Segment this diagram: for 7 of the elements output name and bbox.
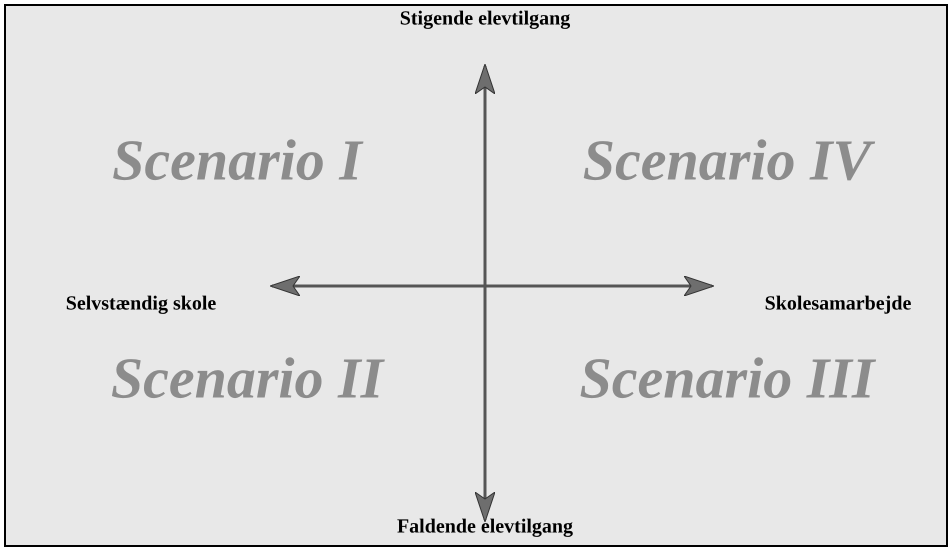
axis-label: Selvstændig skole: [66, 292, 216, 316]
axis-label: Stigende elevtilgang: [400, 8, 570, 30]
axis-label: Faldende elevtilgang: [396, 516, 574, 538]
quadrant-title: Scenario III: [580, 344, 874, 412]
axis-label: Skolesamarbejde: [764, 292, 912, 316]
quadrant-title: Scenario II: [110, 344, 384, 412]
quadrant-title: Scenario I: [112, 126, 362, 194]
